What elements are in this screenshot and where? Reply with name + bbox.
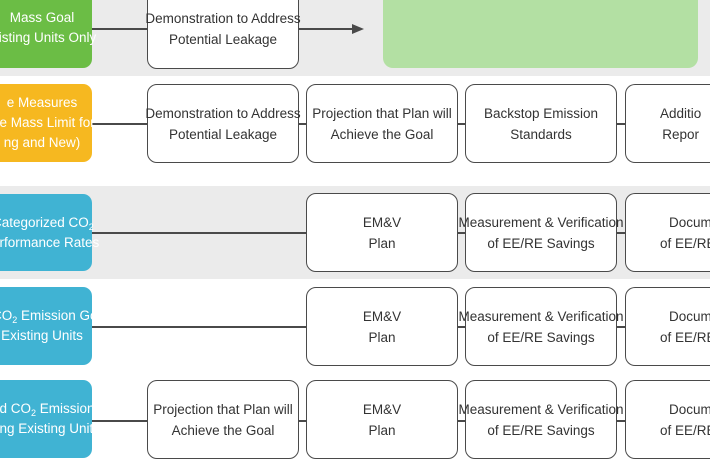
box-line: Demonstration to Address — [145, 105, 301, 121]
box-line: Documen — [669, 214, 710, 230]
box-line: of EE/RE Sa — [660, 329, 710, 345]
box-line: Plan — [368, 235, 396, 251]
process-box: Demonstration to Address Potential Leaka… — [145, 84, 301, 163]
category-state-measures: e Measures de Mass Limit for ng and New) — [0, 84, 95, 162]
box-line: Backstop Emission — [483, 105, 599, 121]
category-line: ong Existing Units — [0, 421, 101, 436]
process-box: Documen of EE/RE Sa — [625, 287, 710, 366]
box-line: of EE/RE Sa — [660, 422, 710, 438]
box-line: Documen — [669, 401, 710, 417]
box-line: Potential Leakage — [168, 126, 278, 142]
process-box: Projection that Plan will Achieve the Go… — [306, 84, 458, 163]
process-box: EM&V Plan — [306, 287, 458, 366]
subscript: 2 — [12, 315, 18, 325]
box-line: of EE/RE Sa — [660, 235, 710, 251]
category-line: Existing Units — [1, 328, 83, 343]
box-line: of EE/RE Savings — [487, 329, 595, 345]
process-box: Backstop Emission Standards — [465, 84, 617, 163]
process-box: EM&V Plan — [306, 380, 458, 459]
box-line: EM&V — [362, 401, 402, 417]
category-emission-goal: CO2 Emission Goal Existing Units — [0, 287, 108, 365]
category-line: erformance Rates — [0, 234, 100, 250]
box-line: Measurement & Verification — [458, 401, 624, 417]
box-line: of EE/RE Savings — [487, 235, 595, 251]
box-line: of EE/RE Savings — [487, 422, 595, 438]
box-line: Standards — [510, 126, 572, 142]
subscript: 2 — [88, 221, 94, 232]
box-line: Achieve the Goal — [171, 422, 275, 438]
box-line: Demonstration to Address — [145, 10, 301, 26]
box-line: EM&V — [362, 308, 402, 324]
category-line: Emission — [36, 401, 95, 416]
category-emission-among-existing: ed CO2 Emission ong Existing Units — [0, 380, 101, 458]
category-line: Emission Goal — [17, 308, 109, 323]
category-line: de Mass Limit for — [0, 115, 95, 130]
result-box — [383, 0, 698, 68]
box-line: Projection that Plan will — [153, 401, 293, 417]
category-line: Categorized CO — [0, 214, 89, 230]
process-box: Documen of EE/RE Sa — [625, 193, 710, 272]
box-line: Projection that Plan will — [312, 105, 452, 121]
category-line: Mass Goal — [9, 10, 75, 25]
process-box: Additio Repor — [625, 84, 710, 163]
category-line: xisting Units Only — [0, 30, 97, 45]
box-line: Measurement & Verification — [458, 214, 624, 230]
category-line: ed CO — [0, 401, 32, 416]
box-line: Achieve the Goal — [330, 126, 434, 142]
category-categorized-rates: Categorized CO2 erformance Rates — [0, 194, 100, 271]
process-box: Measurement & Verification of EE/RE Savi… — [458, 287, 624, 366]
category-line: e Measures — [6, 95, 78, 110]
box-line: Plan — [368, 422, 396, 438]
box-line: Potential Leakage — [168, 31, 278, 47]
box-line: Additio — [660, 105, 702, 121]
process-box: EM&V Plan — [306, 193, 458, 272]
box-line: Repor — [662, 126, 700, 142]
process-box: Measurement & Verification of EE/RE Savi… — [458, 193, 624, 272]
box-line: Measurement & Verification — [458, 308, 624, 324]
process-box: Measurement & Verification of EE/RE Savi… — [458, 380, 624, 459]
category-line: CO — [0, 308, 13, 323]
arrowhead-icon — [352, 24, 364, 34]
box-line: Documen — [669, 308, 710, 324]
process-box: Projection that Plan will Achieve the Go… — [147, 380, 299, 459]
category-line: ng and New) — [3, 135, 81, 150]
box-line: EM&V — [362, 214, 402, 230]
process-box: Demonstration to Address Potential Leaka… — [145, 0, 301, 69]
process-box: Documen of EE/RE Sa — [625, 380, 710, 459]
category-mass-goal-existing: Mass Goal xisting Units Only — [0, 0, 97, 68]
subscript: 2 — [31, 408, 37, 418]
box-line: Plan — [368, 329, 396, 345]
